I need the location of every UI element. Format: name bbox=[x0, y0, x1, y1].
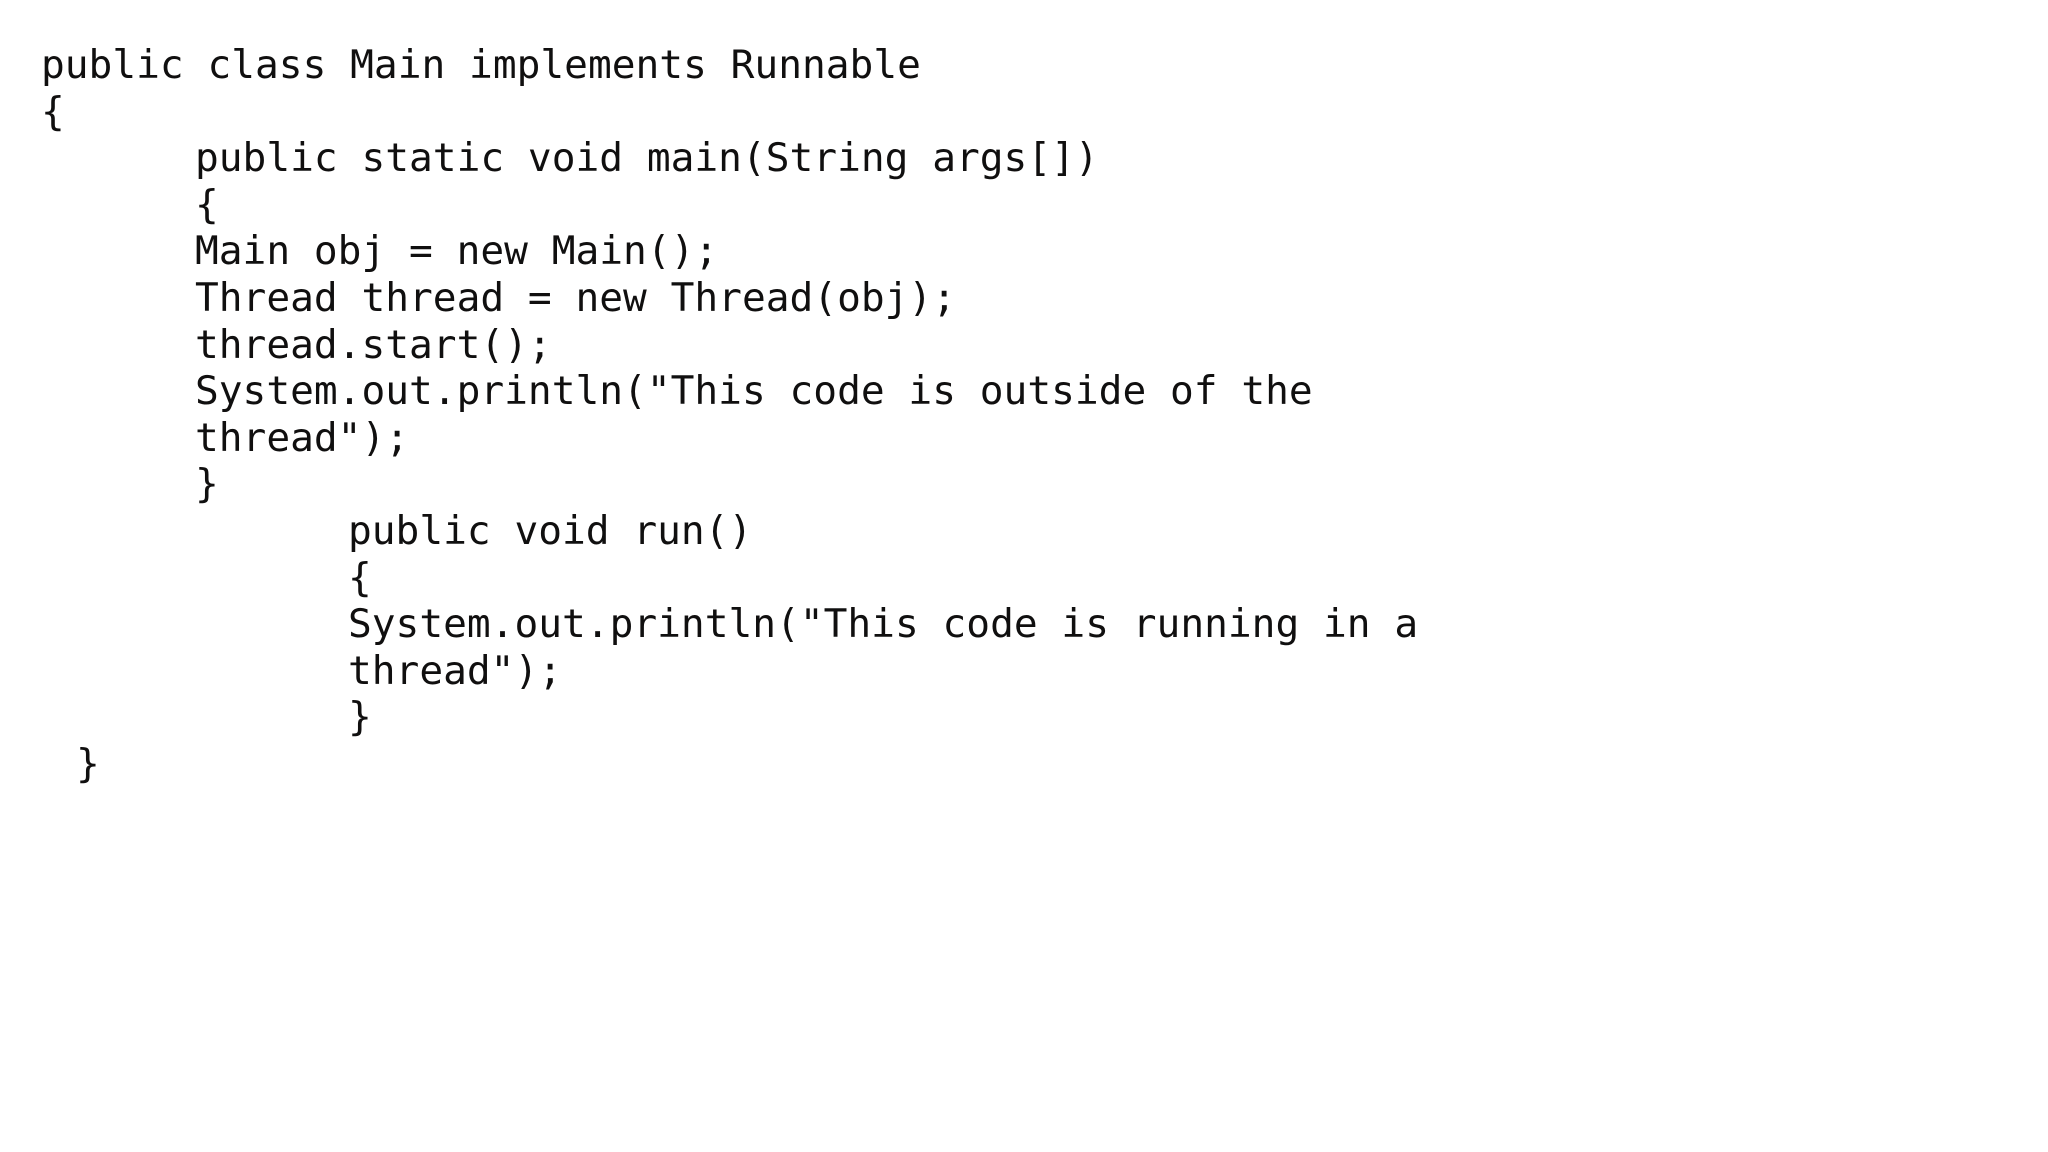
code-line: thread.start(); bbox=[195, 321, 552, 368]
code-line: } bbox=[348, 694, 372, 741]
code-line: } bbox=[76, 740, 100, 787]
java-code-block: public class Main implements Runnable{pu… bbox=[0, 42, 2048, 788]
code-line: { bbox=[41, 88, 65, 135]
code-line: public class Main implements Runnable bbox=[41, 42, 921, 88]
code-line: Main obj = new Main(); bbox=[195, 228, 719, 275]
code-line: } bbox=[195, 461, 219, 508]
code-line: { bbox=[195, 181, 219, 228]
code-line: System.out.println("This code is running… bbox=[348, 601, 1419, 648]
code-line: public static void main(String args[]) bbox=[195, 135, 1099, 182]
code-line: thread"); bbox=[195, 414, 410, 461]
code-line: System.out.println("This code is outside… bbox=[195, 368, 1313, 415]
code-line: public void run() bbox=[348, 507, 753, 554]
code-line: { bbox=[348, 554, 372, 601]
code-line: thread"); bbox=[348, 647, 563, 694]
code-line: Thread thread = new Thread(obj); bbox=[195, 274, 956, 321]
